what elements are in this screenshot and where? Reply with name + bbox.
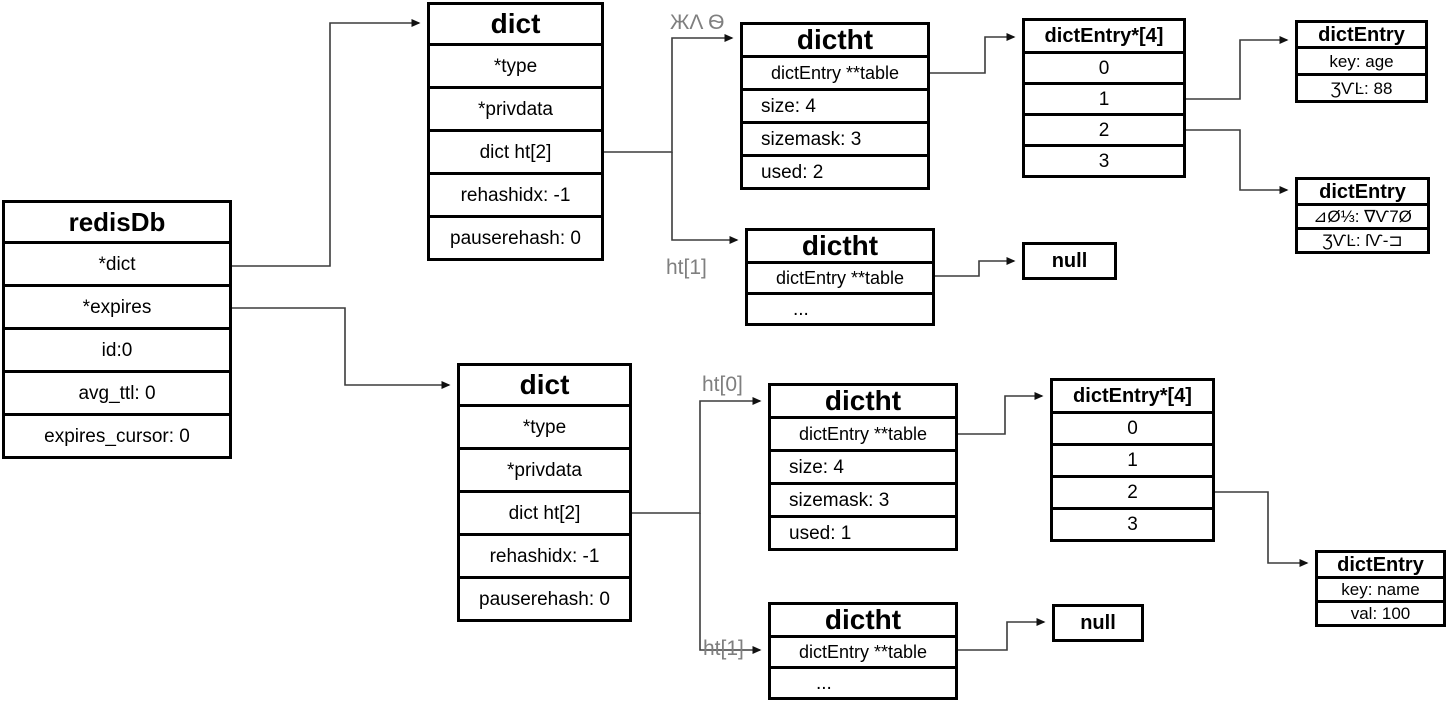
entry-age-row-key: key: age [1295,46,1428,76]
label-ht1-top: ht[1] [666,256,707,279]
entry-second-title: dictEntry [1295,177,1430,206]
entry-name-row-key: key: name [1315,576,1446,603]
redisdb-row-dict: *dict [2,241,232,287]
entry-second-row-val: ƷѴĿ: ſѴ-⊐ [1295,227,1430,254]
connector-dictbot-ht2-to-dictht0-bot [632,397,762,514]
connector-dicttop-ht2-to-dictht0 [604,34,734,153]
dictentry-second-box: dictEntry ⊿Ø⅓: ∇Ѵ7Ø ƷѴĿ: ſѴ-⊐ [1295,177,1430,254]
connector-arraytop-2-to-entry-2 [1186,129,1289,194]
dictht-bot0-title: dictht [768,383,958,419]
redisdb-row-avg-ttl: avg_ttl: 0 [2,370,232,416]
dictht-top1-row-table: dictEntry **table [745,261,935,295]
null-bot-box: null [1052,604,1144,642]
entry-second-row-key: ⊿Ø⅓: ∇Ѵ7Ø [1295,203,1430,230]
dict-top-row-privdata: *privdata [427,86,604,132]
array-bot-slot-0: 0 [1050,411,1215,446]
dictentry-age-box: dictEntry key: age ƷѴĿ: 88 [1295,20,1428,103]
connector-dictht0-table-to-array-top [930,33,1016,74]
dict-top-row-type: *type [427,43,604,89]
array-bot-slot-2: 2 [1050,475,1215,510]
entry-name-row-val: val: 100 [1315,600,1446,627]
entry-name-title: dictEntry [1315,550,1446,579]
dict-bot-title: dict [457,363,632,407]
label-ht0-bot: ht[0] [702,373,743,396]
dictht-bot0-row-used: used: 1 [768,515,958,551]
dictht-top-ht1-box: dictht dictEntry **table ... [745,228,935,326]
dictht-bot1-title: dictht [768,602,958,638]
dict-bot-row-type: *type [457,404,632,450]
dictht-top0-row-size: size: 4 [740,88,930,124]
dictentry-array-bot-box: dictEntry*[4] 0 1 2 3 [1050,378,1215,542]
entry-age-row-val: ƷѴĿ: 88 [1295,73,1428,103]
dict-bot-row-rehashidx: rehashidx: -1 [457,533,632,579]
dictht-bot1-row-table: dictEntry **table [768,635,958,669]
array-top-slot-2: 2 [1022,113,1186,147]
dictht-top-ht0-box: dictht dictEntry **table size: 4 sizemas… [740,22,930,190]
dictht-top1-title: dictht [745,228,935,264]
dict-bot-row-privdata: *privdata [457,447,632,493]
dictht-bot0-row-size: size: 4 [768,449,958,485]
connector-dictht1-table-to-null-top [935,257,1016,277]
entry-age-title: dictEntry [1295,20,1428,49]
label-ht0-top: ЖΛ Ѳ [670,11,725,34]
connector-arraybot-2-to-entry-name [1215,491,1309,567]
redisdb-row-expires: *expires [2,284,232,330]
connector-dicttop-ht2-to-dictht1 [671,152,739,244]
dictht-bot0-row-sizemask: sizemask: 3 [768,482,958,518]
dict-bottom-box: dict *type *privdata dict ht[2] rehashid… [457,363,632,622]
dictht-top1-row-ellipsis: ... [745,292,935,326]
dict-top-row-rehashidx: rehashidx: -1 [427,172,604,218]
connector-arraytop-1-to-entry-age [1186,36,1289,100]
redisdb-title: redisDb [2,200,232,244]
array-bot-slot-3: 3 [1050,507,1215,542]
dict-top-row-ht2: dict ht[2] [427,129,604,175]
connector-dicthtbot0-table-to-array-bot [958,392,1044,435]
dict-top-box: dict *type *privdata dict ht[2] rehashid… [427,2,604,261]
array-top-slot-0: 0 [1022,51,1186,85]
null-bot-title: null [1052,604,1144,642]
dict-top-row-pauserehash: pauserehash: 0 [427,215,604,261]
redisdb-row-expires-cursor: expires_cursor: 0 [2,413,232,459]
redisdb-box: redisDb *dict *expires id:0 avg_ttl: 0 e… [2,200,232,459]
dictentry-array-top-box: dictEntry*[4] 0 1 2 3 [1022,18,1186,178]
array-top-slot-1: 1 [1022,82,1186,116]
connector-dictbot-ht2-to-dictht1-bot [699,513,762,654]
dictht-top0-row-table: dictEntry **table [740,55,930,91]
dictht-top0-title: dictht [740,22,930,58]
dictht-top0-row-used: used: 2 [740,154,930,190]
dictht-bot-ht0-box: dictht dictEntry **table size: 4 sizemas… [768,383,958,551]
null-top-title: null [1022,242,1117,280]
dictht-bot1-row-ellipsis: ... [768,666,958,700]
array-bot-title: dictEntry*[4] [1050,378,1215,414]
dict-bot-row-pauserehash: pauserehash: 0 [457,576,632,622]
connector-dicthtbot1-table-to-null-bot [958,618,1046,651]
null-top-box: null [1022,242,1117,280]
dict-top-title: dict [427,2,604,46]
dictht-top0-row-sizemask: sizemask: 3 [740,121,930,157]
redisdb-row-id: id:0 [2,327,232,373]
dictht-bot-ht1-box: dictht dictEntry **table ... [768,602,958,700]
array-top-title: dictEntry*[4] [1022,18,1186,54]
dict-bot-row-ht2: dict ht[2] [457,490,632,536]
array-bot-slot-1: 1 [1050,443,1215,478]
connector-redisdb-expires-to-dict-bot [232,307,451,389]
array-top-slot-3: 3 [1022,144,1186,178]
dictentry-name-box: dictEntry key: name val: 100 [1315,550,1446,627]
connector-redisdb-dict-to-dict-top [232,19,421,267]
dictht-bot0-row-table: dictEntry **table [768,416,958,452]
label-ht1-bot: ht[1] [703,637,744,660]
